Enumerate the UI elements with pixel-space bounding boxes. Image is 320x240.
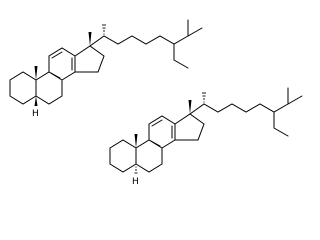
side-chain	[89, 19, 203, 69]
h5-label: H	[32, 109, 39, 119]
methyl-c10	[34, 66, 38, 80]
ring-d	[174, 113, 205, 141]
ring-c	[148, 115, 176, 149]
methyl-c13	[88, 32, 92, 46]
ring-a	[109, 139, 137, 173]
side-chain	[189, 87, 303, 137]
methyl-c10	[134, 134, 138, 148]
methyl-c13	[188, 100, 192, 114]
ring-c	[48, 47, 76, 81]
methyl-c20	[102, 24, 106, 35]
structure-drawing: H	[9, 19, 303, 187]
molecule-2: H	[109, 87, 303, 187]
h5-label: H	[132, 177, 139, 187]
molecule-1: H	[9, 19, 203, 119]
h5-bond	[34, 96, 38, 106]
ring-a	[9, 71, 37, 105]
ring-b	[135, 139, 163, 173]
methyl-c20	[202, 92, 206, 103]
ring-b	[35, 71, 63, 105]
h5-bond	[134, 166, 138, 174]
ring-d	[74, 45, 105, 73]
